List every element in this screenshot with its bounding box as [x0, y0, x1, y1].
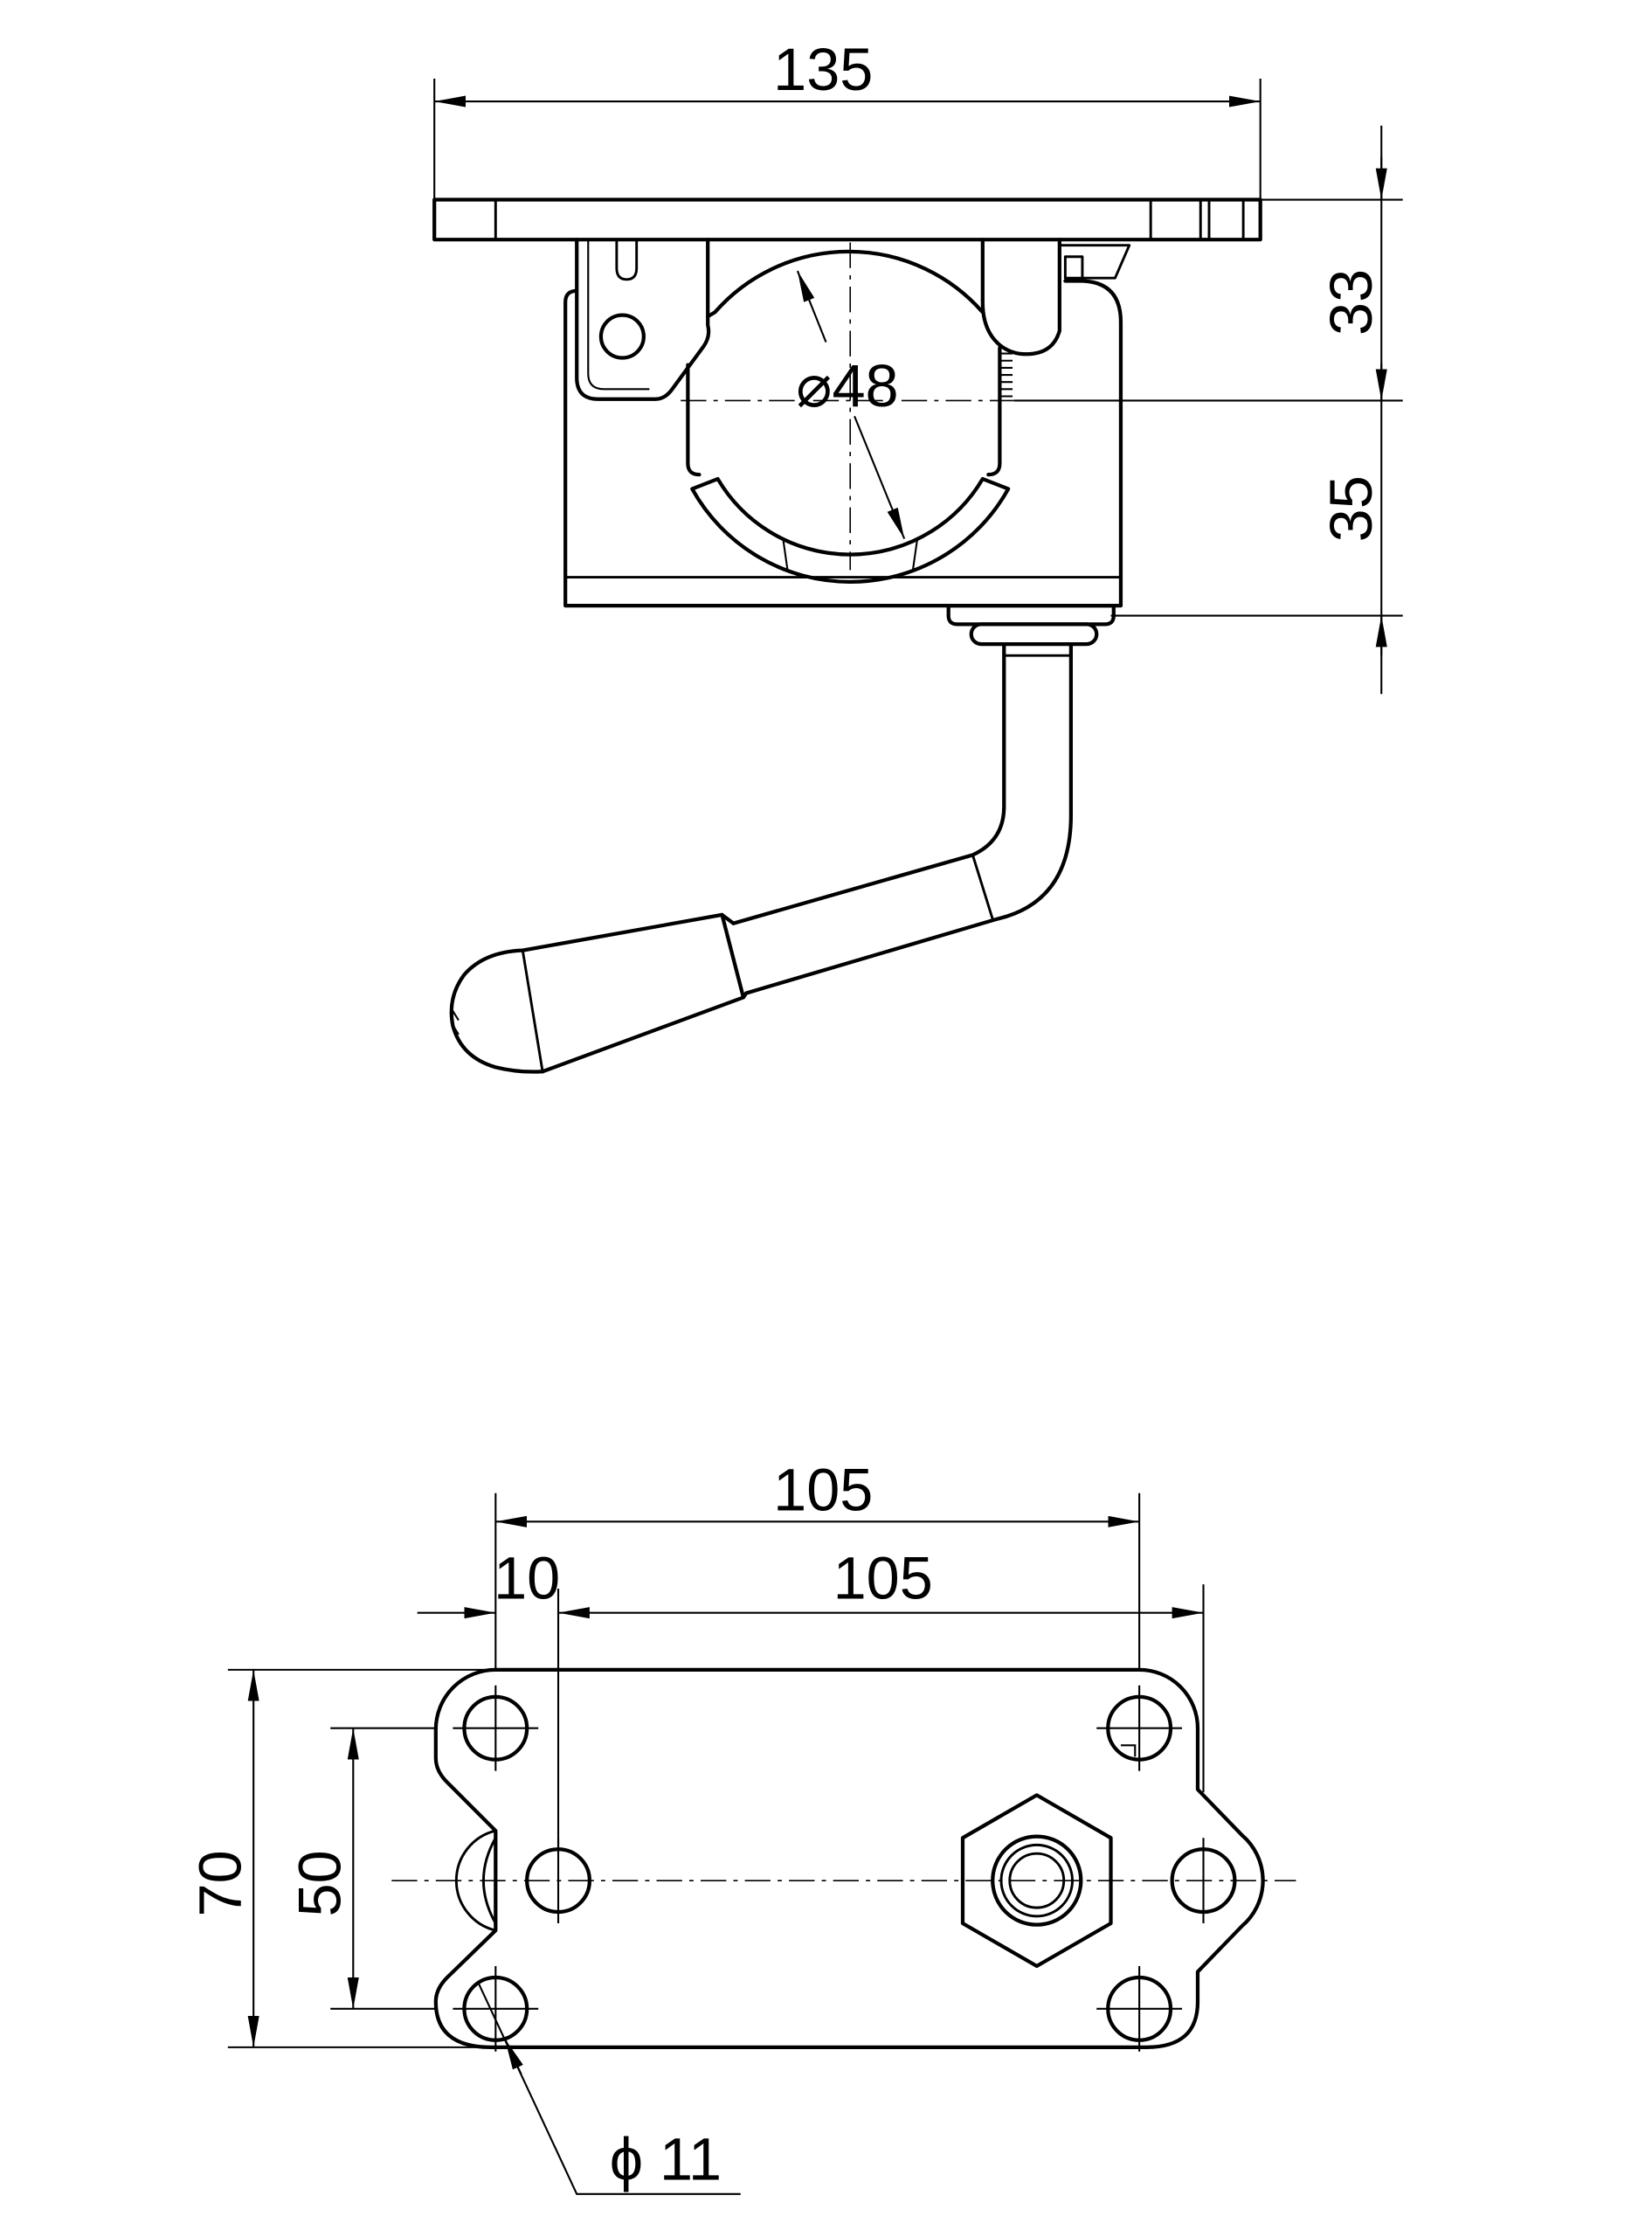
right-latch-tab — [1060, 244, 1131, 280]
lever-grip — [521, 912, 746, 1074]
upper-height-label: 33 — [1317, 269, 1385, 336]
pitch-dimension-label: 50 — [287, 1850, 354, 1916]
upper-jaw-arc — [706, 249, 985, 319]
side-view: 135 33 35 — [432, 36, 1403, 1074]
base-plate-outline — [433, 1667, 1265, 2049]
latch-pivot-hole — [598, 313, 646, 360]
left-latch-inner-edge — [587, 239, 650, 391]
lever-stem-outer-edge — [744, 642, 1074, 995]
clamp-body-outline — [563, 279, 1123, 608]
offset-dimension-label: 10 — [494, 1544, 560, 1611]
hex-nut-boss — [991, 1834, 1083, 1927]
right-latch-block — [1063, 255, 1084, 280]
bore-diameter-label: ⌀48 — [796, 352, 898, 419]
plate-edge-lines — [494, 198, 1245, 241]
hole-notch-mark — [1120, 1744, 1137, 1757]
left-jaw-side — [686, 363, 702, 477]
height-dimension-label: 70 — [186, 1850, 253, 1916]
right-jaw-side — [986, 345, 1002, 477]
bore-leader-lower — [854, 415, 906, 539]
width-dimension-label: 135 — [773, 36, 873, 103]
lever-stem-inner-edge — [731, 642, 1006, 925]
lever-nut — [946, 604, 1116, 627]
lower-saddle — [690, 476, 1011, 584]
lever-washer — [969, 622, 1099, 647]
hex-nut-bore-inner — [1008, 1852, 1066, 1909]
plan-view: 105 10 105 70 50 — [186, 1456, 1296, 2195]
mounting-holes — [453, 1685, 1237, 2052]
mounting-plate — [432, 197, 1262, 242]
grip-ferrule — [720, 912, 749, 1000]
bore-leader-upper — [796, 270, 827, 343]
right-latch — [980, 238, 1061, 357]
hex-nut — [960, 1793, 1113, 1969]
hex-nut-bore-outer — [999, 1843, 1074, 1918]
grip-cap-marks — [450, 1008, 460, 1035]
overall-dimension-label: 105 — [773, 1456, 873, 1523]
lower-height-label: 35 — [1317, 475, 1385, 542]
grip-end-cap — [449, 948, 545, 1074]
latch-slot — [615, 238, 639, 281]
jaw-serrations — [999, 352, 1013, 398]
hole-size-arrow — [503, 2038, 523, 2075]
hole-center-marks — [453, 1685, 1205, 2052]
grip-cap-divider — [521, 949, 544, 1073]
saddle-segment-lines — [782, 540, 918, 571]
hole-size-label: ϕ 11 — [610, 2125, 722, 2192]
left-latch — [575, 238, 711, 401]
span-dimension-label: 105 — [833, 1544, 933, 1611]
lever-bend-line — [971, 853, 994, 921]
